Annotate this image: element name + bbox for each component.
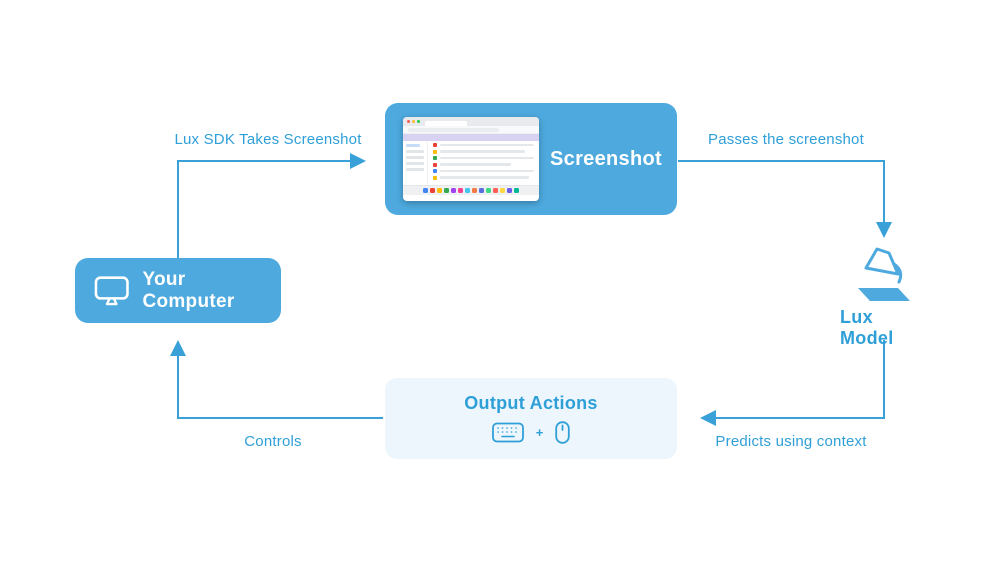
thumbnail-urlbar (403, 126, 539, 134)
edge-label-predicts-using-context: Predicts using context (715, 433, 867, 450)
browser-tab (425, 121, 467, 126)
window-controls-icon (407, 120, 420, 123)
output-actions-title: Output Actions (464, 393, 598, 413)
arrow-predicts-using-context (700, 340, 885, 426)
sidebar-line (406, 144, 421, 147)
node-output-actions: Output Actions + (385, 378, 677, 459)
sidebar-line (406, 162, 424, 165)
edge-label-passes-screenshot: Passes the screenshot (708, 131, 864, 148)
arrow-passes-screenshot (678, 160, 892, 238)
thumbnail-titlebar (403, 117, 539, 126)
monitor-icon (94, 275, 129, 305)
mouse-icon (555, 421, 570, 444)
thumbnail-toolbar (403, 134, 539, 141)
arrow-sdk-takes-screenshot (177, 153, 366, 258)
browser-screenshot-thumbnail (403, 117, 539, 201)
thumbnail-body (403, 141, 539, 185)
your-computer-label: Your Computer (142, 268, 235, 312)
node-your-computer: Your Computer (75, 258, 281, 323)
plus-sign: + (535, 425, 544, 440)
thumbnail-mail-list (428, 141, 539, 185)
edge-label-sdk-takes-screenshot: Lux SDK Takes Screenshot (174, 131, 362, 148)
url-pill (408, 127, 499, 132)
dock-icons (403, 185, 539, 195)
sidebar-line (406, 168, 424, 171)
node-lux-model: Lux Model (840, 244, 928, 349)
edge-label-controls: Controls (244, 433, 302, 450)
arrow-controls (170, 340, 383, 419)
lamp-icon (858, 247, 910, 301)
node-screenshot: Screenshot (385, 103, 677, 215)
thumbnail-sidebar (403, 141, 428, 185)
lux-model-label: Lux Model (840, 307, 894, 348)
output-actions-icons: + (491, 421, 571, 444)
keyboard-icon (491, 422, 524, 443)
sidebar-line (406, 156, 424, 159)
screenshot-label: Screenshot (550, 147, 662, 170)
sidebar-line (406, 150, 424, 153)
